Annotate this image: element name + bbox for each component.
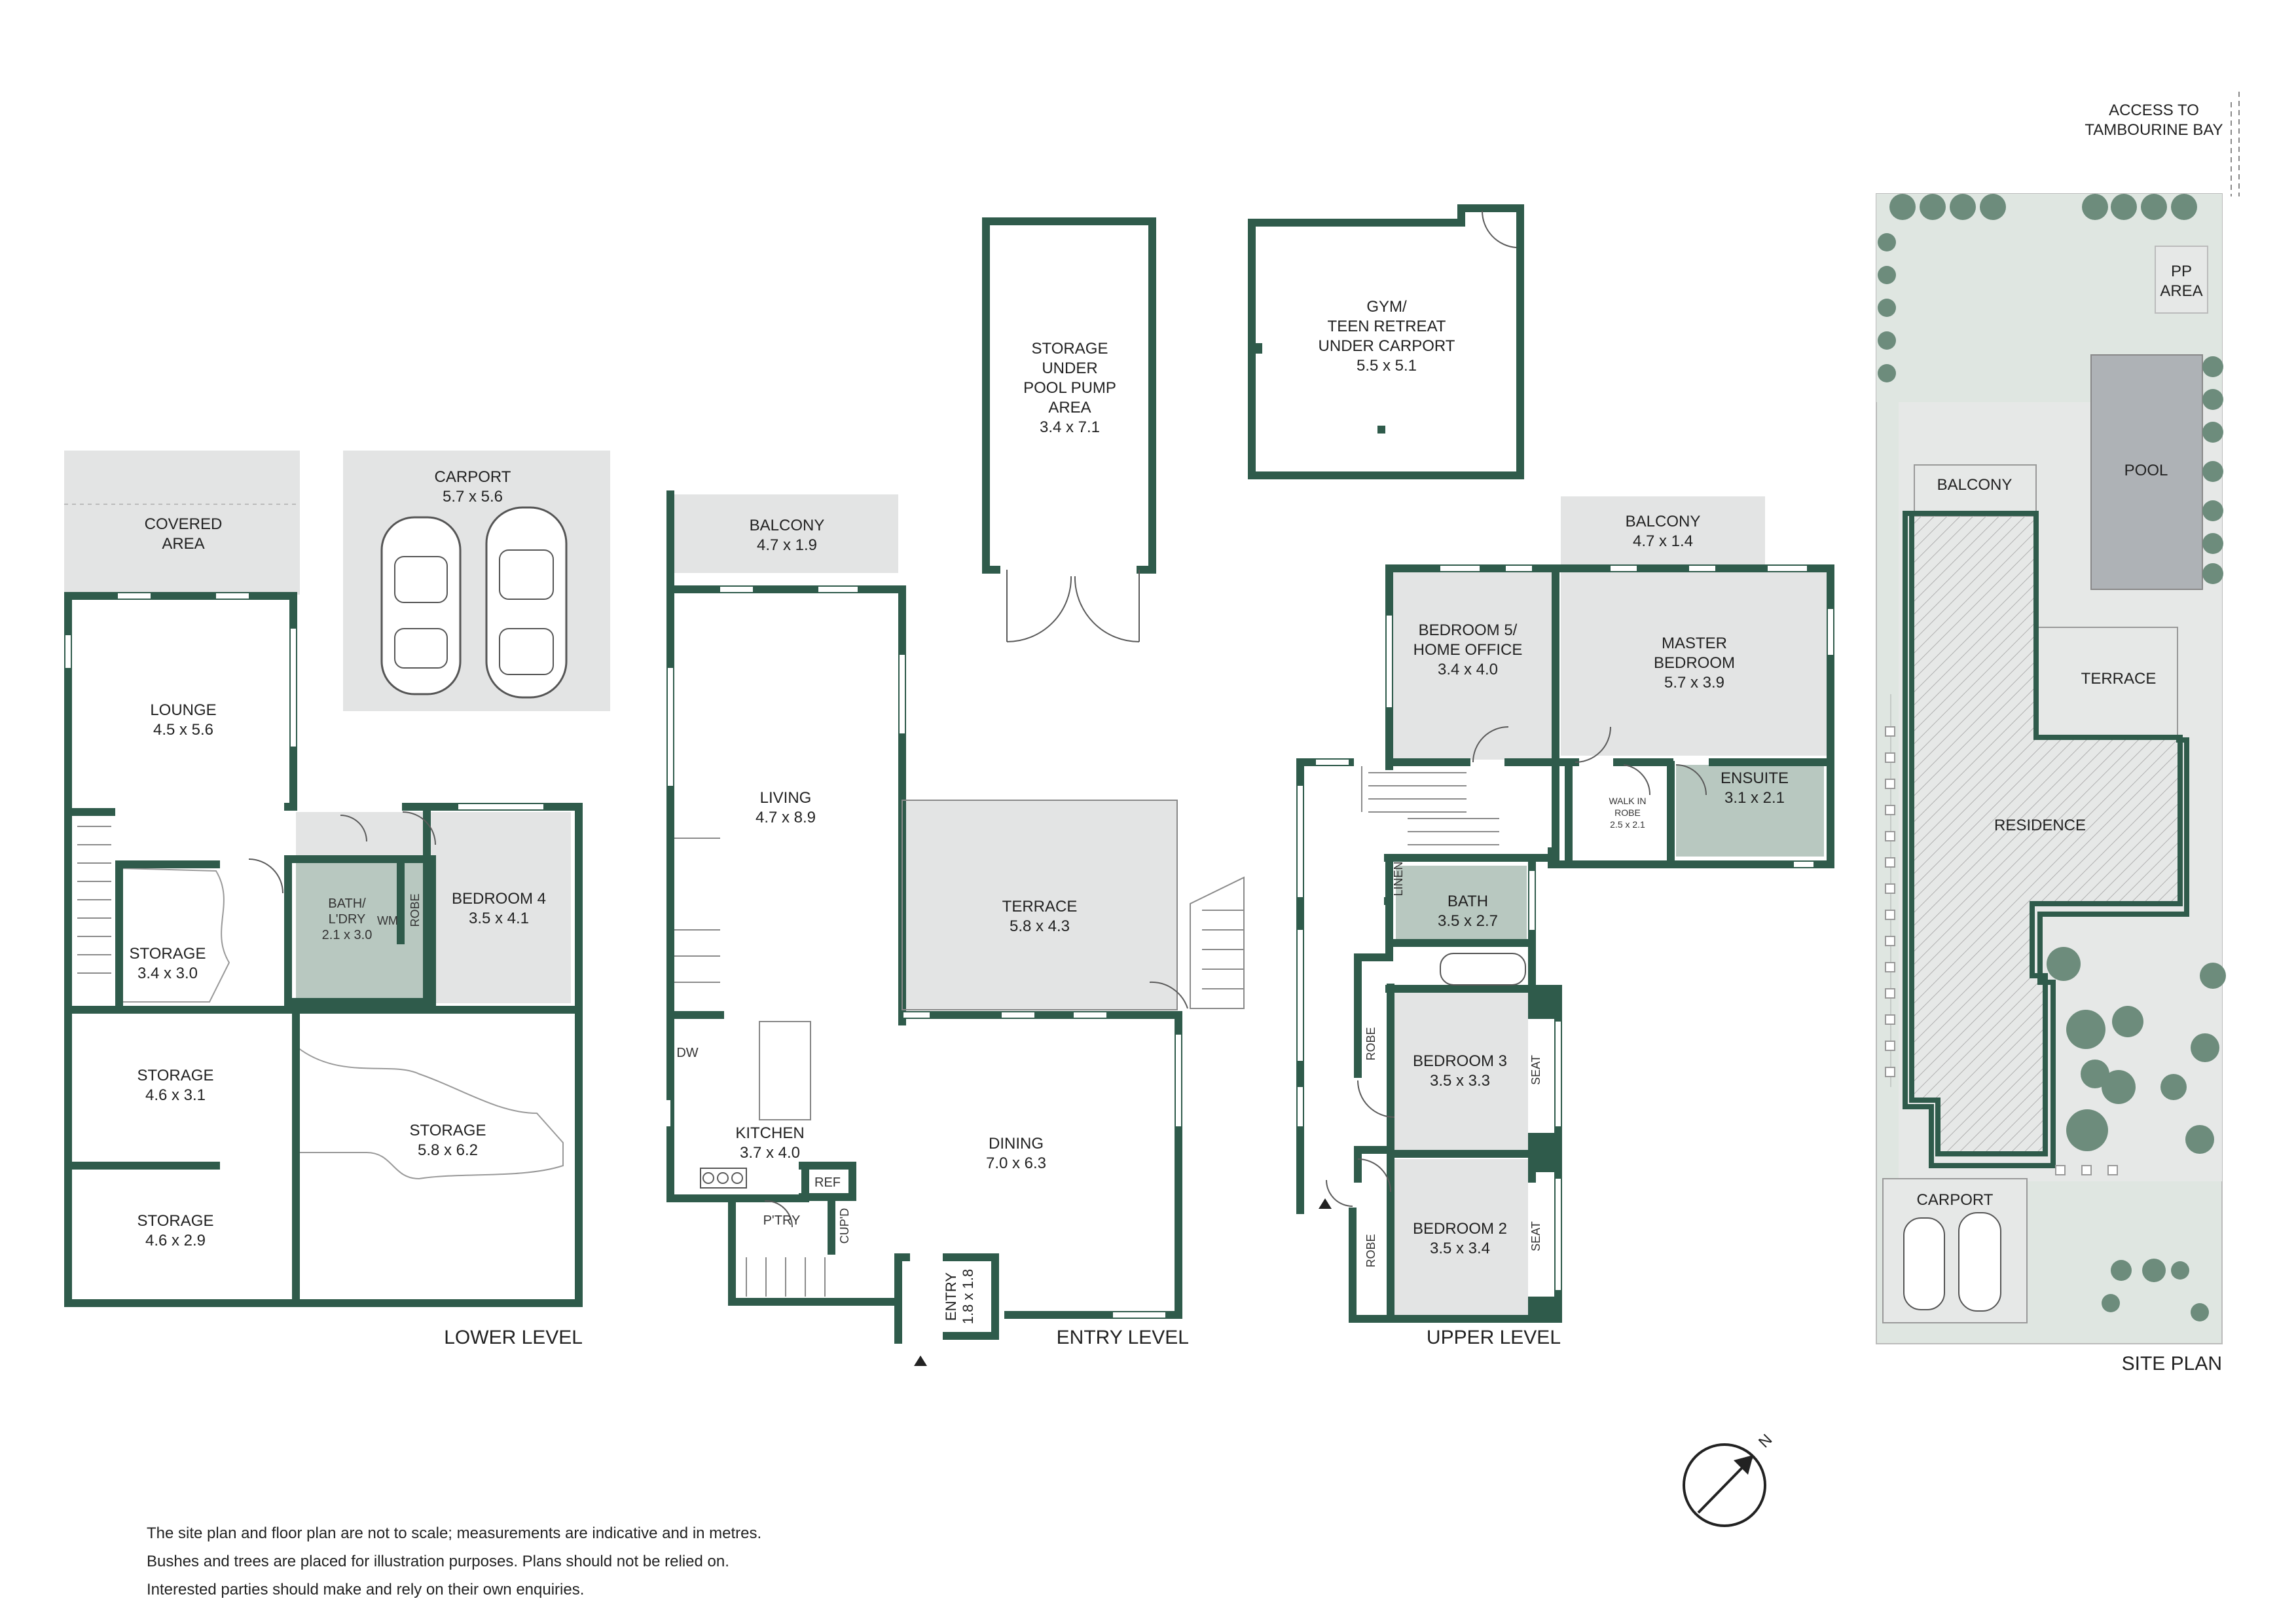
car-icon	[1903, 1217, 1945, 1310]
cupboard-label: CUP'D	[838, 1208, 851, 1244]
seat-label: SEAT	[1529, 1221, 1542, 1251]
pool	[2090, 354, 2203, 590]
car-icon	[485, 506, 568, 699]
entry-level-title: ENTRY LEVEL	[1057, 1327, 1189, 1348]
disclaimer-line: The site plan and floor plan are not to …	[147, 1524, 762, 1542]
carport-label: CARPORT	[1917, 1191, 1994, 1209]
stairs	[77, 826, 111, 974]
disclaimer: The site plan and floor plan are not to …	[147, 1519, 932, 1604]
pantry-label: P'TRY	[763, 1213, 801, 1228]
north-compass-icon: N	[1683, 1431, 1776, 1527]
balcony-entry	[669, 494, 898, 573]
entry-label: ENTRY1.8 x 1.8	[943, 1269, 976, 1324]
pool-label: POOL	[2124, 462, 2168, 479]
lower-level-title: LOWER LEVEL	[444, 1327, 583, 1348]
bedroom2-floor	[1391, 1159, 1528, 1316]
linen-label: LINEN	[1392, 861, 1405, 896]
wm-label: WM	[377, 914, 398, 927]
robe-label: ROBE	[1364, 1027, 1377, 1060]
bedroom5-floor	[1392, 568, 1553, 760]
covered-area	[64, 451, 300, 595]
terrace-entry	[902, 800, 1177, 1010]
stairs	[674, 838, 1245, 1297]
ensuite-floor	[1676, 765, 1824, 857]
ref-label: REF	[814, 1175, 841, 1190]
bath-floor	[296, 859, 432, 1003]
stairs	[1361, 766, 1499, 845]
disclaimer-line: Bushes and trees are placed for illustra…	[147, 1553, 729, 1570]
robe-label: ROBE	[1364, 1234, 1377, 1267]
seat-label: SEAT	[1529, 1055, 1542, 1085]
disclaimer-line: Interested parties should make and rely …	[147, 1581, 585, 1598]
bedroom3-floor	[1391, 993, 1528, 1150]
terrace-label: TERRACE	[2081, 670, 2157, 688]
robe-label: ROBE	[409, 893, 422, 927]
master-floor	[1561, 568, 1831, 756]
car-icon	[1958, 1212, 2001, 1312]
balcony-label: BALCONY	[1937, 476, 2013, 494]
dw-label: DW	[676, 1046, 698, 1060]
bath-floor	[1396, 866, 1527, 944]
residence-label: RESIDENCE	[1994, 817, 2086, 834]
car-icon	[380, 516, 462, 695]
upper-level-title: UPPER LEVEL	[1427, 1327, 1561, 1348]
balcony-upper	[1561, 496, 1765, 564]
north-label: N	[1755, 1431, 1776, 1451]
site-plan-title: SITE PLAN	[2122, 1353, 2222, 1375]
tree-icon	[1878, 194, 2226, 1321]
